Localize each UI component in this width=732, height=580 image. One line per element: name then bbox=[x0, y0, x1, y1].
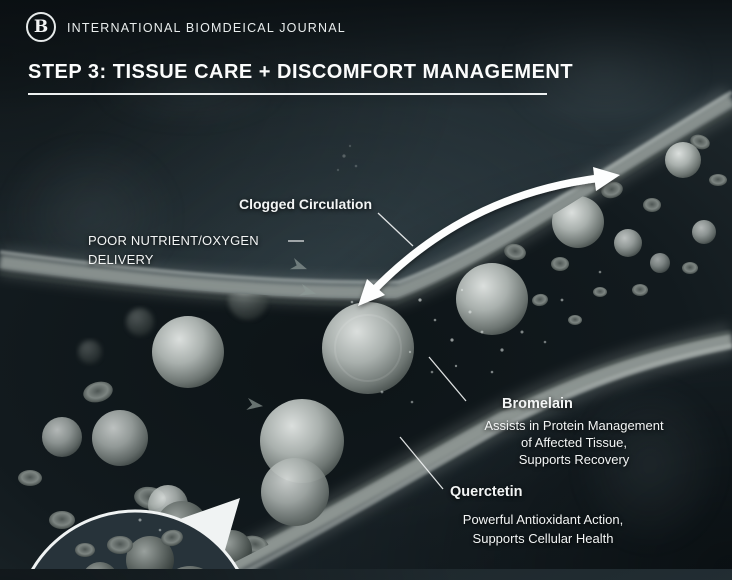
vessel-walls bbox=[0, 87, 732, 569]
quercetin-description: Powerful Antioxidant Action, Supports Ce… bbox=[428, 510, 658, 548]
bromelain-desc-line2: of Affected Tissue, bbox=[521, 435, 627, 450]
poor-delivery-line2: DELIVERY bbox=[88, 252, 154, 267]
bromelain-desc-line3: Supports Recovery bbox=[518, 452, 630, 467]
clogged-circulation-label: Clogged Circulation bbox=[239, 196, 372, 212]
title-underline bbox=[28, 93, 547, 95]
particles bbox=[350, 270, 602, 404]
magnifier-pointer bbox=[180, 498, 240, 557]
poor-delivery-line1: POOR NUTRIENT/OXYGEN bbox=[88, 233, 259, 248]
background-particles bbox=[336, 144, 358, 172]
journal-logo-letter: B bbox=[33, 17, 49, 37]
step-title: STEP 3: TISSUE CARE + DISCOMFORT MANAGEM… bbox=[28, 61, 574, 83]
magnifier-circle-icon bbox=[31, 498, 240, 569]
bromelain-description: Assists in Protein Management of Affecte… bbox=[460, 417, 688, 468]
quercetin-desc-line1: Powerful Antioxidant Action, bbox=[462, 512, 624, 527]
curved-double-arrow-icon bbox=[358, 167, 620, 306]
flow-arrows-icon bbox=[246, 258, 317, 410]
quercetin-desc-line2: Supports Cellular Health bbox=[472, 531, 614, 546]
quercetin-pointer-line bbox=[399, 436, 444, 490]
bromelain-pointer-line bbox=[428, 356, 467, 402]
journal-name-label: INTERNATIONAL BIOMDEICAL JOURNAL bbox=[67, 21, 346, 35]
quercetin-title: Querctetin bbox=[450, 484, 523, 500]
clogged-pointer-line bbox=[377, 212, 414, 247]
poor-delivery-label: POOR NUTRIENT/OXYGEN DELIVERY bbox=[88, 231, 259, 269]
journal-logo-icon: B bbox=[26, 12, 56, 42]
annotation-lines bbox=[288, 212, 467, 490]
bromelain-desc-line1: Assists in Protein Management bbox=[484, 418, 664, 433]
magnifier-cells bbox=[75, 518, 220, 569]
bromelain-title: Bromelain bbox=[502, 396, 573, 412]
